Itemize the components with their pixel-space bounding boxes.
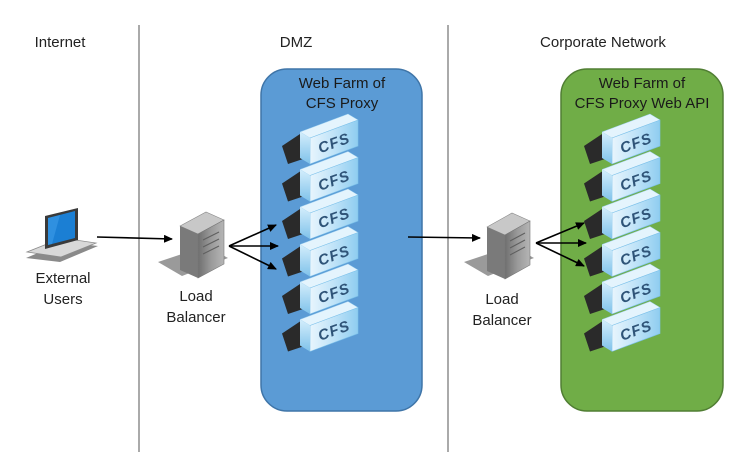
cfs-node: CFS <box>584 113 661 165</box>
cfs-node: CFS <box>282 301 359 352</box>
zone-label-corporate: Corporate Network <box>540 34 666 51</box>
load-balancer-dmz-label-line2: Balancer <box>166 309 225 326</box>
arrow-lb-dmz-to-farm-lower <box>228 245 277 270</box>
load-balancer-corp-label-line1: Load <box>485 291 518 308</box>
laptop-icon <box>25 208 98 262</box>
cfs-node: CFS <box>282 113 359 165</box>
server-icon <box>158 211 228 279</box>
cfs-node: CFS <box>282 188 359 240</box>
load-balancer-dmz-label-line1: Load <box>179 288 212 305</box>
arrow-lb-dmz-to-farm-upper <box>228 224 277 247</box>
cfs-node: CFS <box>584 151 661 202</box>
cfs-node: CFS <box>584 188 661 240</box>
farm-corp-title-line2: CFS Proxy Web API <box>575 95 710 112</box>
farm-corp-title-line1: Web Farm of <box>599 75 686 92</box>
server-icon <box>464 212 534 280</box>
cfs-node: CFS <box>282 151 359 202</box>
farm-dmz-title-line2: CFS Proxy <box>306 95 379 112</box>
zone-label-dmz: DMZ <box>280 34 313 51</box>
cfs-node: CFS <box>584 263 661 315</box>
external-users-label-line1: External <box>35 270 90 287</box>
farm-dmz-title-line1: Web Farm of <box>299 75 386 92</box>
arrow-users-to-lb-dmz <box>96 234 173 243</box>
arrow-lb-corp-to-farm-upper <box>535 222 585 244</box>
cfs-node: CFS <box>282 263 359 315</box>
load-balancer-corp-label-line2: Balancer <box>472 312 531 329</box>
external-users-label-line2: Users <box>43 291 82 308</box>
arrow-farm-dmz-to-lb-corp <box>407 233 481 242</box>
arrow-lb-corp-to-farm-lower <box>535 242 585 267</box>
zone-label-internet: Internet <box>35 34 87 51</box>
